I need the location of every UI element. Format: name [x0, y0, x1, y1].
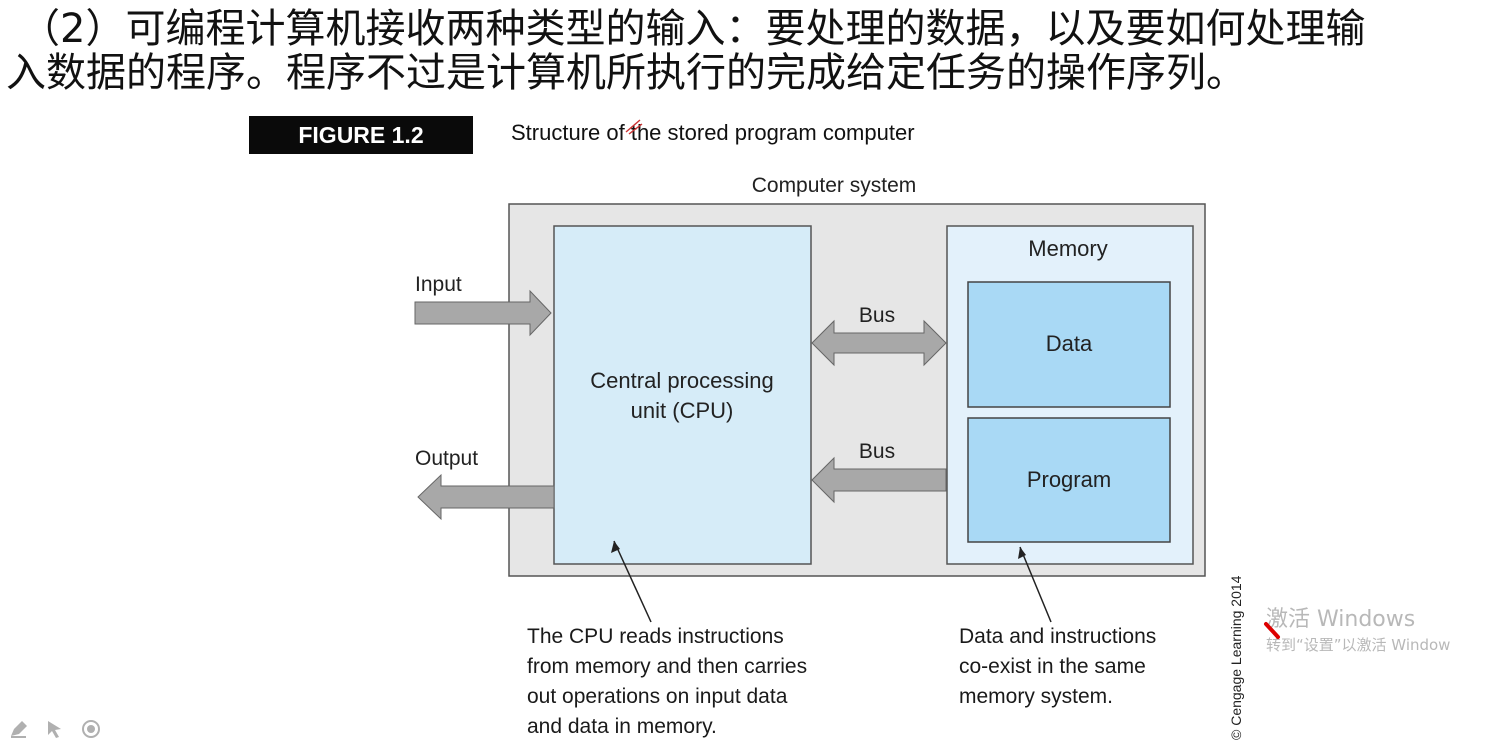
memory-note-line: memory system.	[959, 685, 1114, 708]
cpu-note-line: from memory and then carries	[527, 655, 808, 678]
input-label: Input	[415, 273, 462, 296]
pen-annotation-mark	[625, 119, 643, 135]
heading-line-2: 入数据的程序。程序不过是计算机所执行的完成给定任务的操作序列。	[6, 50, 1246, 96]
bus-bottom-arrow	[811, 456, 947, 504]
memory-note: Data and instructions co-exist in the sa…	[959, 622, 1156, 712]
watermark-line-1: 激活 Windows	[1266, 607, 1416, 632]
output-arrow	[417, 473, 555, 521]
figure-badge: FIGURE 1.2	[249, 116, 473, 154]
bus-top-label: Bus	[859, 304, 895, 327]
data-box	[967, 281, 1171, 408]
cpu-label-line-2: unit (CPU)	[631, 398, 734, 423]
memory-note-pointer-head	[1018, 547, 1026, 559]
output-label: Output	[415, 447, 478, 470]
program-label: Program	[1027, 467, 1111, 492]
pen-icon[interactable]	[6, 716, 32, 742]
program-box	[967, 417, 1171, 543]
pen-cursor-icon	[1264, 622, 1280, 639]
cpu-note-line: The CPU reads instructions	[527, 625, 784, 648]
cpu-note: The CPU reads instructions from memory a…	[527, 622, 807, 742]
cpu-note-pointer-head	[611, 541, 620, 553]
memory-label: Memory	[1028, 236, 1107, 261]
presentation-toolbar	[6, 716, 104, 742]
watermark-line-2: 转到“设置”以激活 Window	[1266, 636, 1451, 654]
bus-top-arrow	[811, 319, 947, 367]
record-icon[interactable]	[78, 716, 104, 742]
cpu-note-line: and data in memory.	[527, 715, 717, 738]
heading-line-1: （2）可编程计算机接收两种类型的输入：要处理的数据，以及要如何处理输	[20, 6, 1366, 52]
memory-note-pointer	[1019, 546, 1052, 623]
pointer-icon[interactable]	[42, 716, 68, 742]
cpu-note-line: out operations on input data	[527, 685, 788, 708]
cpu-note-pointer	[613, 540, 652, 623]
memory-note-line: Data and instructions	[959, 625, 1157, 648]
computer-system-label: Computer system	[752, 174, 917, 197]
copyright-notice: © Cengage Learning 2014	[1228, 575, 1244, 740]
input-arrow	[414, 289, 552, 337]
activate-windows-watermark: 激活 Windows 转到“设置”以激活 Window	[1266, 606, 1450, 656]
data-label: Data	[1046, 331, 1093, 356]
cpu-label-line-1: Central processing	[590, 368, 773, 393]
figure-caption: Structure of the stored program computer	[511, 120, 915, 145]
bus-bottom-label: Bus	[859, 440, 895, 463]
cpu-box	[553, 225, 812, 565]
memory-note-line: co-exist in the same	[959, 655, 1146, 678]
